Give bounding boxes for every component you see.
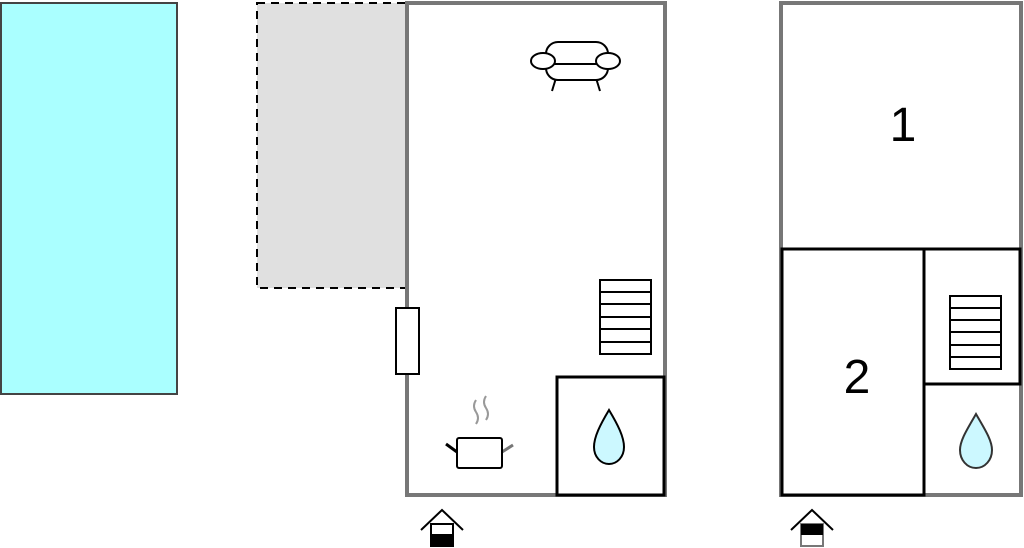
stairs-icon xyxy=(949,295,1002,370)
entrance-icon xyxy=(790,508,834,547)
water-drop-icon xyxy=(592,408,626,466)
entrance-icon xyxy=(420,508,464,547)
stairs-icon xyxy=(599,279,652,355)
ground-floor xyxy=(395,1,667,547)
room-label-2: 2 xyxy=(844,351,871,404)
pool xyxy=(0,2,178,395)
water-drop-icon xyxy=(958,411,994,470)
door xyxy=(395,307,420,375)
terrace xyxy=(256,2,408,289)
upper-floor: 1 2 xyxy=(779,1,1023,547)
room-2 xyxy=(780,247,926,497)
cooking-pot-icon xyxy=(445,395,514,469)
sofa-icon xyxy=(530,41,621,92)
room-label-1: 1 xyxy=(890,99,917,152)
